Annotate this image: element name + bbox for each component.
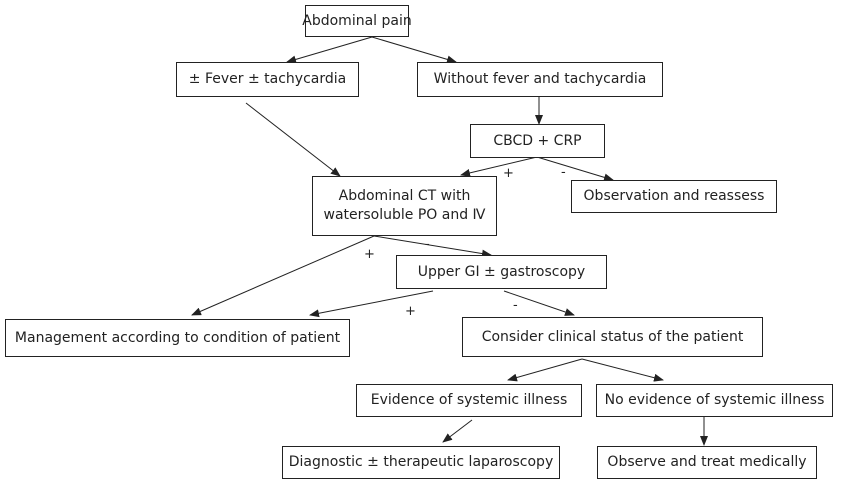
- arrow-gi-to-management: [309, 290, 434, 318]
- node-management-label: Management according to condition of pat…: [14, 329, 341, 346]
- node-upper-gi-label: Upper GI ± gastroscopy: [417, 263, 586, 280]
- arrow-clinical-to-systemic: [507, 358, 583, 382]
- arrow-fever-to-ct: [245, 102, 341, 177]
- arrow-pain-to-without-fever: [371, 36, 457, 64]
- node-laparoscopy: Diagnostic ± therapeutic laparoscopy: [282, 446, 560, 479]
- arrow-ct-to-management: [191, 235, 375, 316]
- arrow-gi-to-clinical-status: [503, 290, 575, 316]
- node-fever-tachycardia-label: ± Fever ± tachycardia: [188, 71, 347, 87]
- arrow-ct-to-upper-gi: [373, 235, 492, 258]
- node-laparoscopy-label: Diagnostic ± therapeutic laparoscopy: [288, 454, 554, 470]
- node-without-fever-label: Without fever and tachycardia: [433, 71, 647, 87]
- node-without-fever: Without fever and tachycardia: [417, 62, 663, 97]
- node-systemic-illness: Evidence of systemic illness: [356, 384, 582, 417]
- arrow-cbcd-to-observation: [536, 156, 614, 182]
- node-cbcd-crp: CBCD + CRP: [470, 124, 605, 158]
- node-no-systemic-illness: No evidence of systemic illness: [596, 384, 833, 417]
- ct-negative-sign: -: [425, 237, 430, 252]
- arrow-pain-to-fever: [286, 36, 373, 64]
- gi-negative-sign: -: [513, 298, 518, 313]
- node-upper-gi: Upper GI ± gastroscopy: [396, 255, 607, 289]
- gi-positive-sign: +: [405, 304, 416, 319]
- node-observe-treat-label: Observe and treat medically: [607, 454, 807, 470]
- node-abdominal-pain: Abdominal pain: [302, 5, 412, 37]
- node-no-systemic-illness-label: No evidence of systemic illness: [604, 392, 825, 408]
- arrow-clinical-to-no-systemic: [581, 358, 664, 382]
- node-management: Management according to condition of pat…: [5, 319, 350, 357]
- node-abdominal-pain-label: Abdominal pain: [302, 12, 412, 29]
- cbcd-negative-sign: -: [561, 165, 566, 180]
- node-abdominal-ct-line2: watersoluble PO and Ⅳ: [323, 207, 486, 223]
- node-observation-label: Observation and reassess: [583, 188, 765, 204]
- node-fever-tachycardia: ± Fever ± tachycardia: [176, 62, 359, 97]
- cbcd-positive-sign: +: [503, 166, 514, 181]
- node-clinical-status: Consider clinical status of the patient: [462, 317, 763, 357]
- node-systemic-illness-label: Evidence of systemic illness: [370, 392, 568, 408]
- node-observation: Observation and reassess: [571, 180, 777, 213]
- node-abdominal-ct: Abdominal CT with watersoluble PO and Ⅳ: [312, 176, 497, 236]
- node-observe-treat: Observe and treat medically: [597, 446, 817, 479]
- node-abdominal-ct-line1: Abdominal CT with: [338, 188, 471, 204]
- arrow-systemic-to-laparoscopy: [442, 419, 473, 443]
- node-cbcd-crp-label: CBCD + CRP: [493, 132, 582, 149]
- arrow-cbcd-to-ct: [460, 156, 538, 177]
- ct-positive-sign: +: [364, 247, 375, 262]
- node-clinical-status-label: Consider clinical status of the patient: [481, 328, 744, 345]
